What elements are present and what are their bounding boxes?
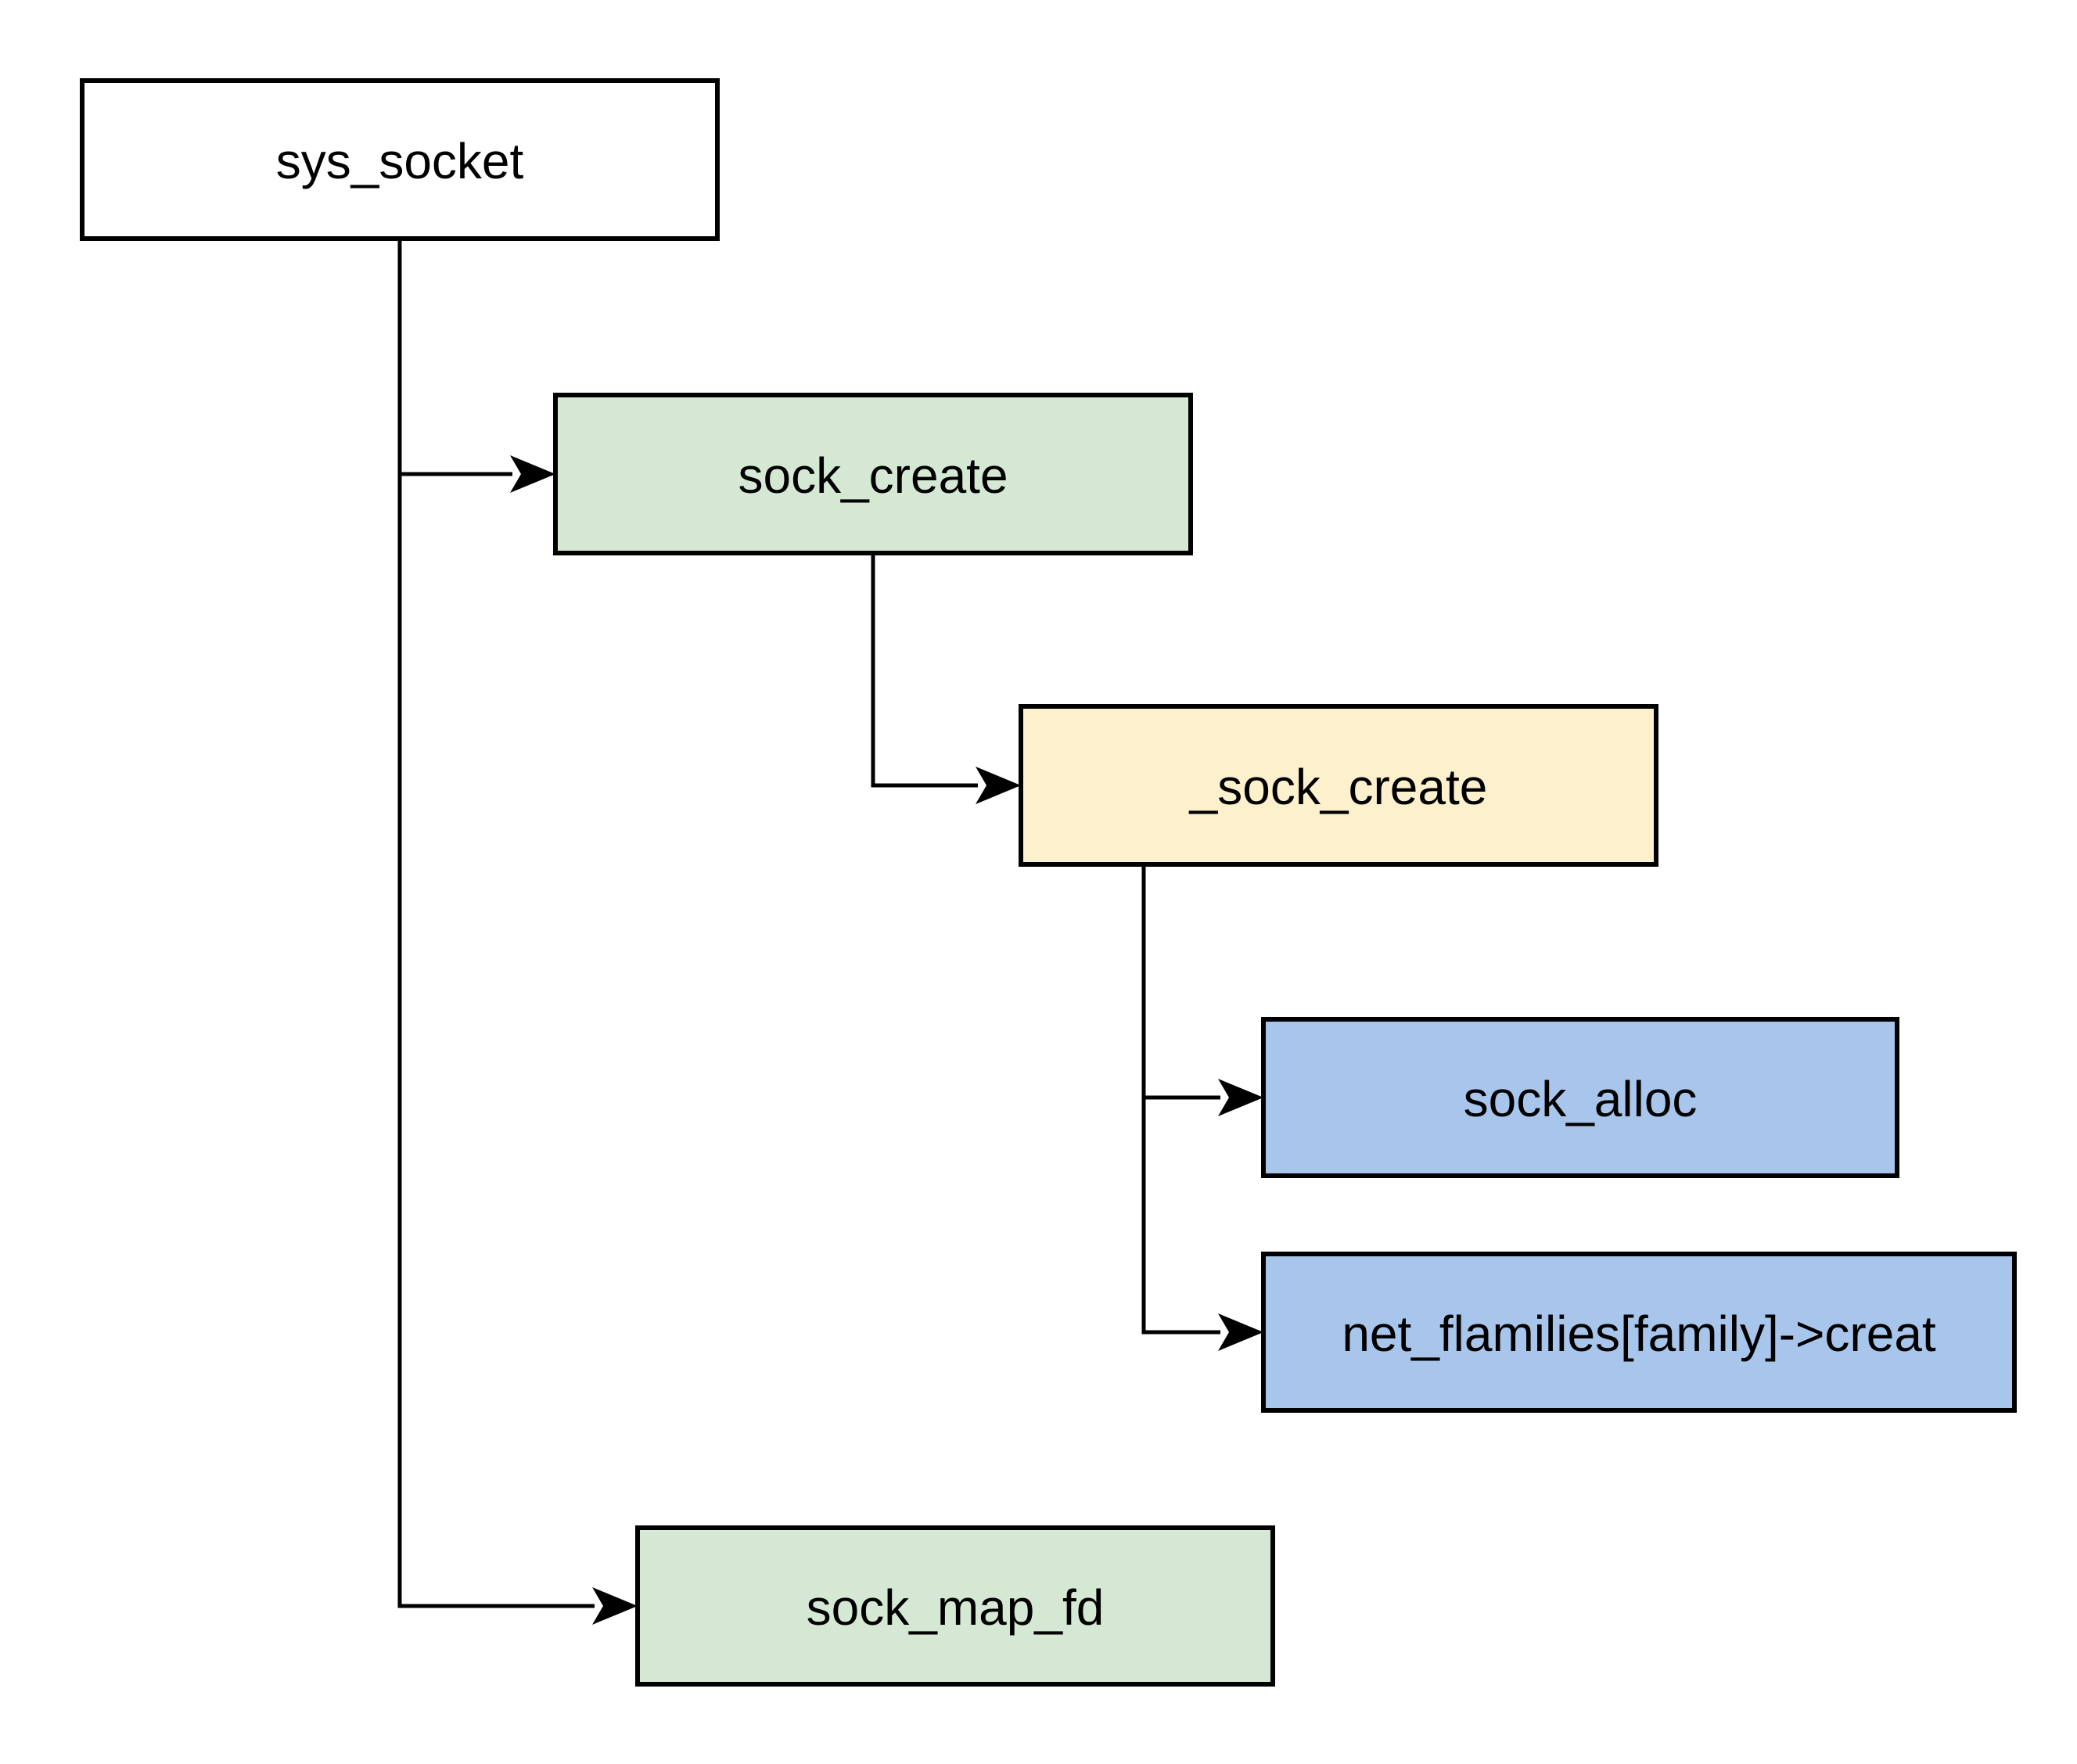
- arrowhead-icon-net-families: [1218, 1313, 1263, 1351]
- node-sock-create-label: sock_create: [738, 447, 1008, 504]
- arrowhead-icon-sock-alloc: [1218, 1079, 1263, 1116]
- node-sock-create: sock_create: [553, 393, 1193, 555]
- arrowhead-icon-sock-create2: [976, 767, 1021, 804]
- arrowhead-icon-sock-create: [510, 455, 555, 493]
- arrowhead-icon-sock-map-fd: [592, 1587, 638, 1625]
- node-net-families-box: [1261, 1252, 2017, 1413]
- node-sys-socket-box: [80, 78, 720, 241]
- node-sock-map-fd-box: [635, 1525, 1275, 1687]
- node-sys-socket-label: sys_socket: [276, 133, 524, 189]
- node-net-families: net_flamilies[family]->creat: [1261, 1252, 2017, 1413]
- edge-sock-create-to-sock-create2-line: [871, 553, 978, 788]
- node-sock-map-fd-label: sock_map_fd: [807, 1579, 1105, 1636]
- node-net-families-label: net_flamilies[family]->creat: [1342, 1306, 1936, 1362]
- node-sys-socket: sys_socket: [80, 78, 720, 241]
- node-sock-create-box: [553, 393, 1193, 555]
- node-sock-alloc-box: [1261, 1017, 1899, 1178]
- node-sock-create2: _sock_create: [1019, 704, 1658, 867]
- edge-sock-create2-to-net-families-line: [1141, 864, 1220, 1335]
- node-sock-create2-label: _sock_create: [1189, 759, 1488, 815]
- node-sock-map-fd: sock_map_fd: [635, 1525, 1275, 1687]
- node-sock-alloc-label: sock_alloc: [1464, 1071, 1698, 1127]
- node-sock-create2-box: [1019, 704, 1658, 867]
- node-sock-alloc: sock_alloc: [1261, 1017, 1899, 1178]
- edge-sys-socket-to-sock-map-fd-line: [397, 239, 595, 1608]
